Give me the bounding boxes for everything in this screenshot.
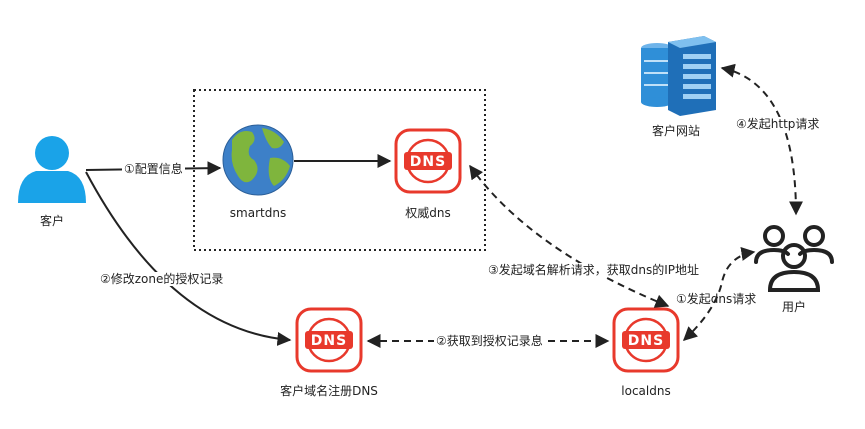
- edge-query-label: ③发起域名解析请求，获取dns的IP地址: [486, 263, 702, 277]
- user-label: 用户: [781, 300, 807, 314]
- edge-get-auth-label: ②获取到授权记录息: [434, 334, 545, 348]
- customer-label: 客户: [39, 214, 65, 228]
- edge-query-arrow: [469, 164, 670, 308]
- edge-http-request-label: ④发起http请求: [734, 117, 822, 131]
- authdns-dns-text: DNS: [410, 154, 446, 170]
- localdns-dns-icon: DNS: [612, 307, 680, 373]
- authdns-label: 权威dns: [405, 206, 451, 220]
- edge-config-label: ①配置信息: [122, 162, 185, 176]
- registrar-label: 客户域名注册DNS: [280, 384, 378, 398]
- server-icon: [641, 36, 716, 116]
- website-label: 客户网站: [651, 124, 701, 138]
- users-group-icon: [754, 225, 834, 292]
- customer-person-icon: [18, 136, 86, 203]
- edge-modify-zone-label: ②修改zone的授权记录: [98, 272, 226, 286]
- localdns-label: localdns: [621, 384, 671, 398]
- authdns-dns-icon: DNS: [394, 128, 462, 194]
- edge-http-request-arrow: [720, 63, 803, 216]
- globe-icon: [222, 124, 294, 196]
- localdns-dns-text: DNS: [628, 333, 664, 349]
- edge-dns-request-arrow: [682, 247, 756, 341]
- registrar-dns-icon: DNS: [295, 307, 363, 373]
- registrar-dns-text: DNS: [311, 333, 347, 349]
- smartdns-label: smartdns: [229, 206, 287, 220]
- edge-dns-request-label: ①发起dns请求: [676, 292, 757, 306]
- edge-modify-zone-arrow: [85, 171, 292, 346]
